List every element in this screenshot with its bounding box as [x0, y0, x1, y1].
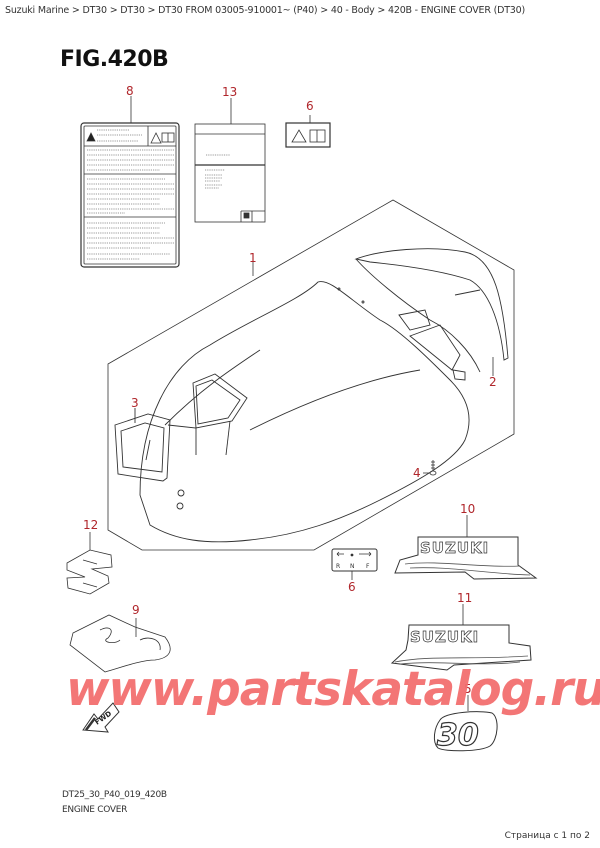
figure-code: DT25_30_P40_019_420B	[62, 790, 167, 800]
grommet-vent[interactable]	[114, 408, 171, 482]
figure-title: FIG.420B	[60, 47, 169, 72]
callout-6[interactable]: 6	[348, 580, 356, 594]
callout-11[interactable]: 11	[457, 591, 472, 605]
callout-5[interactable]: 5	[464, 682, 472, 696]
engine-cover-outline	[107, 199, 515, 551]
screw[interactable]	[423, 460, 437, 476]
suzuki-text-right: SUZUKI	[420, 539, 489, 557]
breadcrumb-separator: >	[374, 5, 388, 16]
callout-9[interactable]: 9	[132, 603, 140, 617]
callout-3[interactable]: 3	[131, 396, 139, 410]
engine-cover[interactable]	[139, 281, 470, 543]
caution-label[interactable]	[80, 96, 180, 268]
shift-f: F	[366, 563, 370, 570]
shift-n: N	[350, 563, 355, 570]
figure-name: ENGINE COVER	[62, 805, 128, 815]
owners-manual[interactable]	[194, 98, 266, 223]
breadcrumb-item-dt30-a[interactable]: DT30	[82, 5, 107, 16]
decal-fish[interactable]	[69, 614, 171, 673]
callout-12[interactable]: 12	[83, 518, 98, 532]
callout-10[interactable]: 10	[460, 502, 475, 516]
pagination: Страница с 1 по 2	[504, 831, 590, 841]
breadcrumb-item-suzuki-marine[interactable]: Suzuki Marine	[5, 5, 70, 16]
suzuki-text-left: SUZUKI	[410, 628, 479, 646]
breadcrumb-separator: >	[69, 5, 83, 16]
breadcrumb-item-current: 420B - ENGINE COVER (DT30)	[388, 5, 526, 16]
decal-30[interactable]: 30	[433, 695, 498, 754]
callout-4[interactable]: 4	[413, 466, 421, 480]
callout-8[interactable]: 8	[126, 84, 134, 98]
suzuki-emblem-left[interactable]: SUZUKI	[390, 604, 532, 671]
suzuki-s-emblem[interactable]	[66, 532, 113, 595]
rear-cover-panel[interactable]	[354, 248, 509, 381]
warning-label-small[interactable]	[285, 115, 331, 148]
callout-1[interactable]: 1	[249, 251, 257, 265]
breadcrumb-item-body[interactable]: 40 - Body	[330, 5, 375, 16]
callout-7[interactable]: 6	[306, 99, 314, 113]
suzuki-emblem-right[interactable]: SUZUKI	[394, 515, 538, 580]
callout-2[interactable]: 2	[489, 375, 497, 389]
fwd-arrow-label[interactable]: FWD	[82, 702, 120, 733]
breadcrumb: Suzuki Marine > DT30 > DT30 > DT30 FROM …	[5, 5, 525, 16]
watermark: www.partskatalog.ru	[66, 662, 600, 717]
breadcrumb-item-dt30-from[interactable]: DT30 FROM 03005-910001~ (P40)	[158, 5, 318, 16]
shift-r: R	[336, 563, 340, 570]
breadcrumb-item-dt30-b[interactable]: DT30	[120, 5, 145, 16]
model-number-text: 30	[437, 718, 479, 753]
breadcrumb-separator: >	[317, 5, 331, 16]
breadcrumb-separator: >	[106, 5, 121, 16]
breadcrumb-separator: >	[144, 5, 159, 16]
callout-13[interactable]: 13	[222, 85, 237, 99]
shift-label-rnf[interactable]: R N F	[331, 548, 378, 580]
